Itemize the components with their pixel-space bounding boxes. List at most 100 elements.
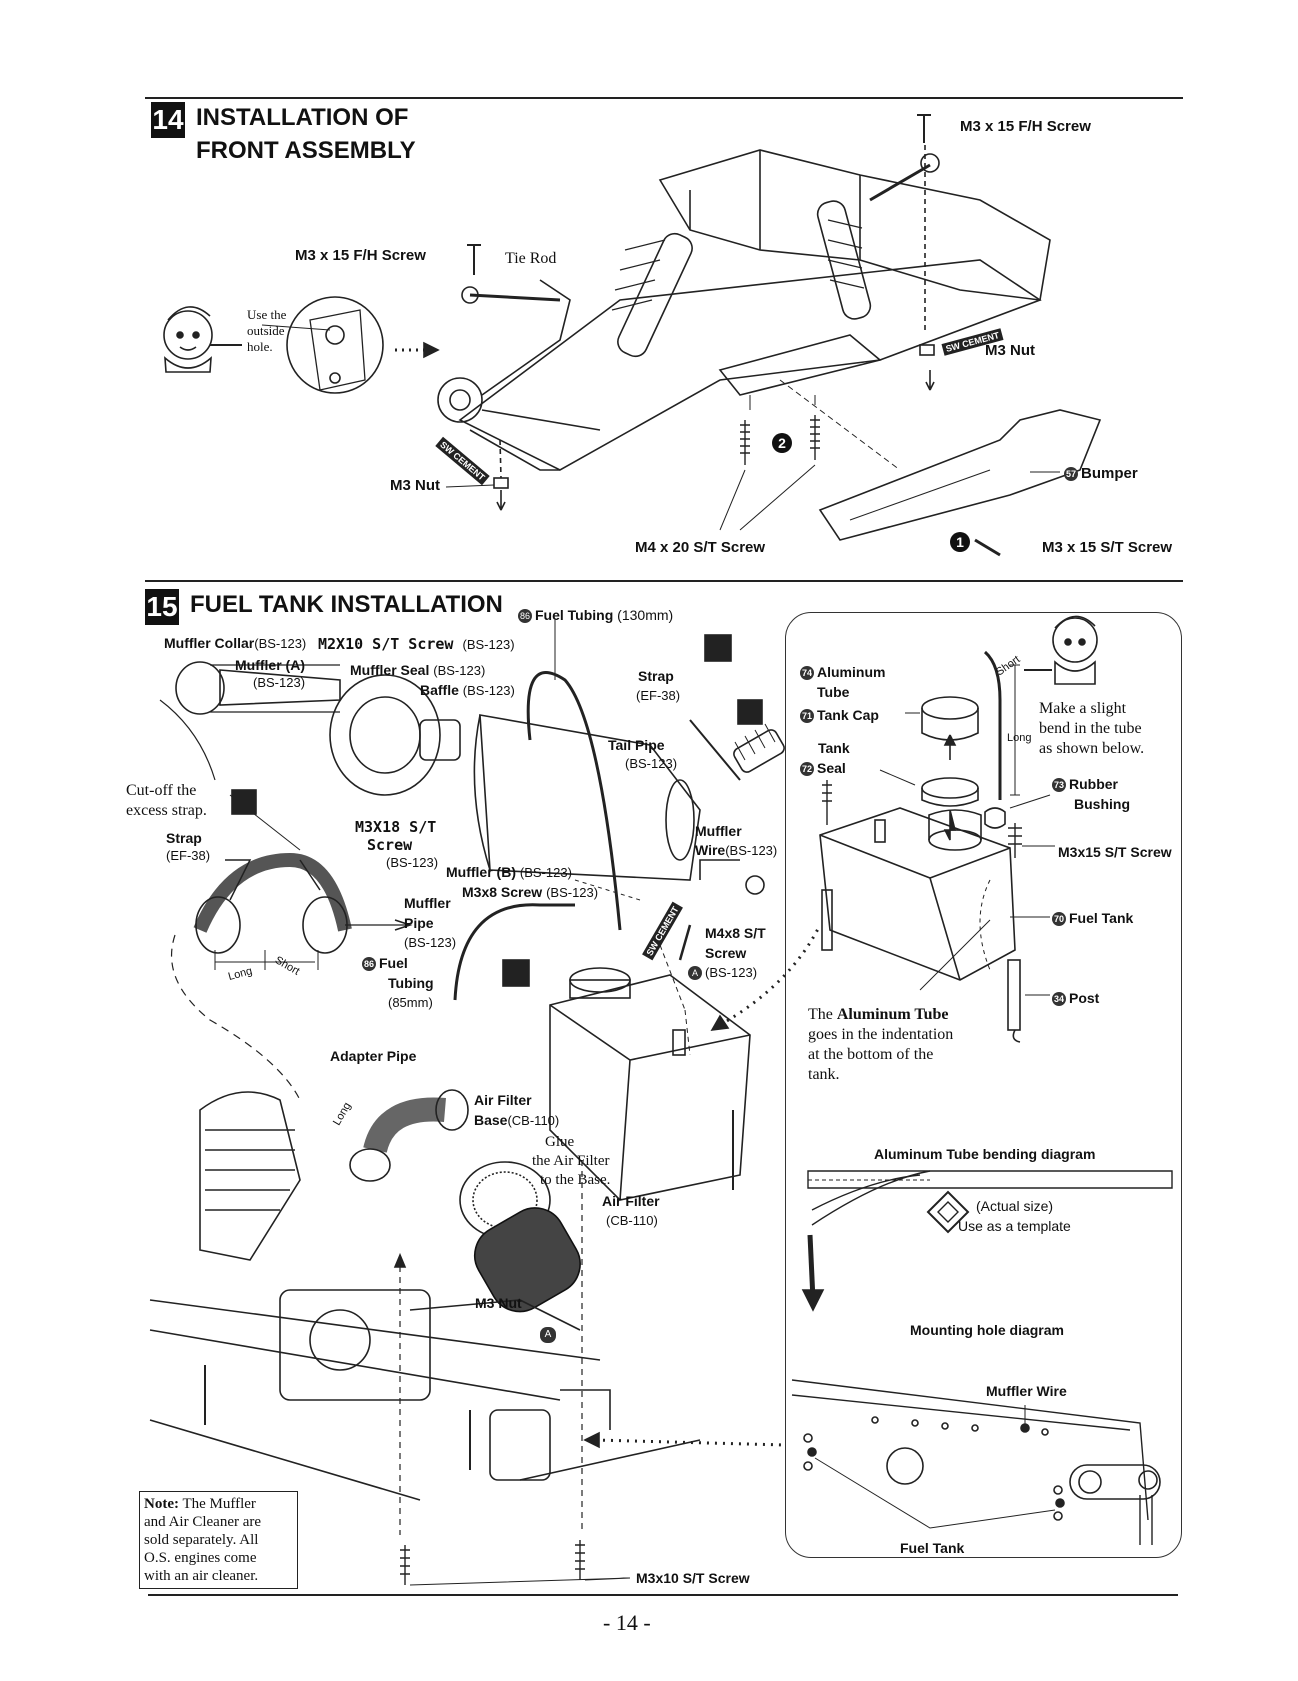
label-m3x18-2: Screw <box>367 836 413 854</box>
label-mounting-diagram: Mounting hole diagram <box>910 1322 1064 1338</box>
label-glue-1: Glue <box>545 1134 575 1150</box>
label-m2x10: M2X10 S/T Screw (BS-123) <box>318 635 515 653</box>
label-muffler-a-code: (BS-123) <box>253 675 306 690</box>
label-fuel-tubing-85-2: Tubing <box>388 975 434 991</box>
mascot-figure-panel <box>1052 617 1098 663</box>
m4x20-screw-right <box>810 415 820 460</box>
note-line-2: and Air Cleaner are <box>144 1514 262 1530</box>
m3-nut-left <box>493 477 509 489</box>
label-m4x8-2: Screw <box>705 945 747 961</box>
callout-a: A <box>540 1325 559 1343</box>
label-muffler-pipe-code: (BS-123) <box>404 935 457 950</box>
label-muffler-seal: Muffler Seal (BS-123) <box>350 662 486 678</box>
right-shock-absorber <box>816 200 872 320</box>
muffler-wire-rodend-detail <box>1069 1464 1161 1500</box>
label-air-filter-base-1: Air Filter <box>474 1092 532 1108</box>
label-m3x18-code: (BS-123) <box>386 855 439 870</box>
note-line-1: Note: The Muffler <box>144 1496 256 1512</box>
step14-top-rule <box>145 97 1183 99</box>
label-actual-size: (Actual size) <box>976 1198 1054 1214</box>
front-bulkhead <box>658 149 1051 301</box>
label-m3x8: M3x8 Screw (BS-123) <box>462 884 599 900</box>
label-panel-m3x15: M3x15 S/T Screw <box>1058 844 1172 860</box>
label-tube-long: Long <box>1007 732 1032 744</box>
tail-pipe <box>733 729 785 773</box>
label-bending-diagram: Aluminum Tube bending diagram <box>874 1146 1096 1162</box>
label-muffler-wire-1: Muffler <box>695 823 742 839</box>
bending-template-tube <box>807 1170 1173 1189</box>
label-cut-off-1: Cut-off the <box>126 782 197 799</box>
label-adapter-pipe: Adapter Pipe <box>330 1048 417 1064</box>
note-box: Note: The Muffler and Air Cleaner are so… <box>139 1491 298 1589</box>
fuel-tubing-130 <box>526 671 622 931</box>
label-m3-nut-left: M3 Nut <box>390 477 440 494</box>
mascot-figure-top <box>163 310 213 360</box>
label-muffler-wire: Wire(BS-123) <box>695 842 778 858</box>
label-m3x18-1: M3X18 S/T <box>355 818 437 836</box>
label-rubber-bushing-2: Bushing <box>1074 796 1130 812</box>
label-muffler-b: Muffler (B) (BS-123) <box>446 864 572 880</box>
label-use-outside-3: hole. <box>247 339 273 354</box>
label-bend-2: bend in the tube <box>1039 720 1142 737</box>
m4x20-screw-left <box>740 420 750 465</box>
front-hub <box>437 377 483 423</box>
step14-bottom-rule <box>145 580 1183 582</box>
label-template: Use as a template <box>958 1218 1071 1234</box>
label-glue-3: to the Base. <box>540 1172 611 1188</box>
air-filter-foam <box>473 1207 581 1313</box>
post-part <box>1007 959 1021 1031</box>
step15-title: FUEL TANK INSTALLATION <box>190 591 503 618</box>
fuel-tank-panel <box>819 807 1016 981</box>
label-air-filter-base-2: Base(CB-110) <box>474 1112 560 1128</box>
label-tail-pipe-code: (BS-123) <box>625 756 678 771</box>
fuel-tank-main <box>549 974 751 1201</box>
fuel-tubing-85 <box>453 903 575 1001</box>
bumper-part <box>818 409 1102 541</box>
label-tank-seal-1: Tank <box>818 740 850 756</box>
step15-number: 15 <box>145 589 179 625</box>
label-alum-note-1: The Aluminum Tube <box>808 1006 949 1023</box>
m3x15-fh-screw-top <box>917 114 931 143</box>
label-alum-note-4: tank. <box>808 1066 840 1083</box>
label-fuel-tank-bottom: Fuel Tank <box>900 1540 965 1556</box>
bumper-mount-plate <box>718 334 882 396</box>
note-line-3: sold separately. All <box>144 1532 259 1548</box>
label-m3x15-fh-left: M3 x 15 F/H Screw <box>295 247 426 264</box>
mounting-hole-plate <box>791 1379 1149 1521</box>
tie-rod <box>469 293 561 302</box>
muffler-collar <box>175 661 225 715</box>
label-m3x10: M3x10 S/T Screw <box>636 1570 750 1586</box>
callout-2: 2 <box>772 433 792 453</box>
rear-chassis-lines <box>149 1299 701 1501</box>
step14-title-line2: FRONT ASSEMBLY <box>196 137 416 164</box>
label-m4x20: M4 x 20 S/T Screw <box>635 539 766 556</box>
label-muffler-pipe-2: Pipe <box>404 915 434 931</box>
muffler-b-body <box>479 714 701 881</box>
muffler-pipe <box>193 852 352 933</box>
m3x15-st-screw <box>974 538 1001 557</box>
label-air-filter-code: (CB-110) <box>606 1213 658 1228</box>
label-glue-2: the Air Filter <box>532 1153 610 1169</box>
label-fuel-tubing-85-size: (85mm) <box>388 995 433 1010</box>
baffle <box>419 719 461 761</box>
label-use-outside-1: Use the <box>247 307 287 322</box>
m3x15-fh-screw-left <box>467 244 481 275</box>
label-muffler-pipe-1: Muffler <box>404 895 451 911</box>
bumper-part-number: 57 <box>1064 467 1078 481</box>
label-air-filter: Air Filter <box>602 1193 660 1209</box>
label-alum-note-3: at the bottom of the <box>808 1046 934 1063</box>
label-m4x8-1: M4x8 S/T <box>705 925 766 941</box>
label-muffler-a: Muffler (A) <box>235 657 305 673</box>
label-use-outside-2: outside <box>247 323 285 338</box>
template-diamond-icon <box>926 1190 970 1234</box>
